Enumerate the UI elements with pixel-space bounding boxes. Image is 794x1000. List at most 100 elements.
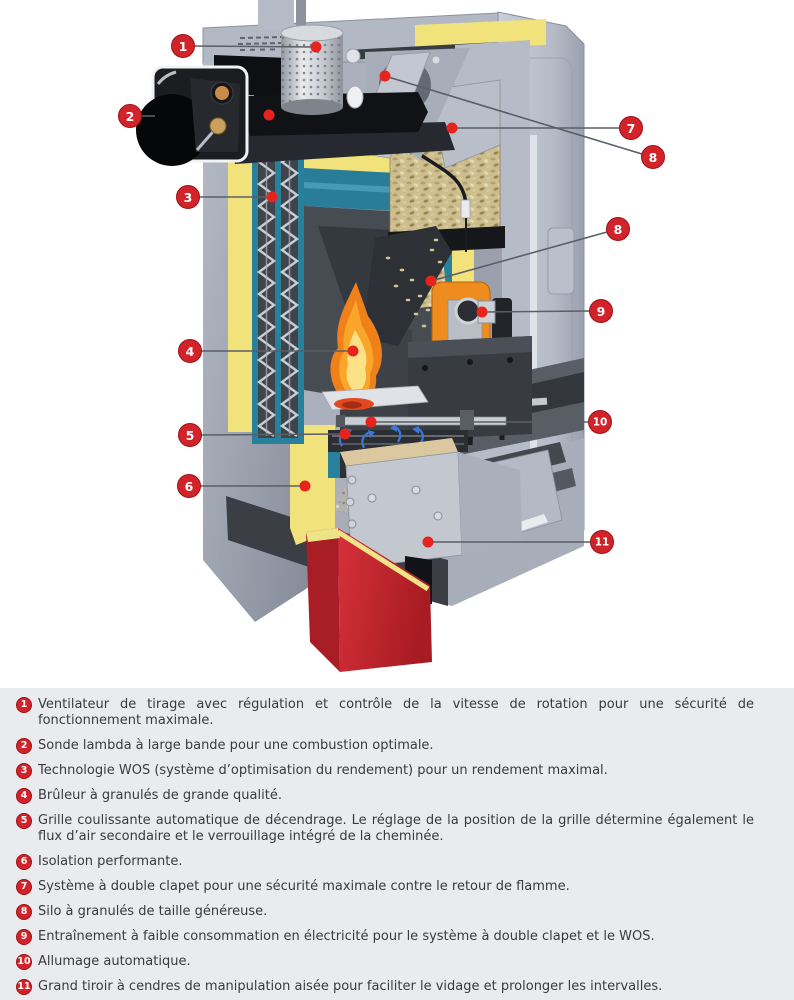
legend-item-badge: 10 <box>16 954 32 970</box>
ash-drawer-front-panel <box>306 528 432 672</box>
legend-item: 4 Brûleur à granulés de grande qualité. <box>16 788 754 804</box>
inset-highlight <box>156 70 177 85</box>
boiler-illustration <box>136 0 585 672</box>
legend-item-badge: 8 <box>16 904 32 920</box>
legend-item-badge: 3 <box>16 763 32 779</box>
callout-6-badge <box>177 474 201 498</box>
panel-left-face <box>306 528 340 672</box>
callout-2-badge <box>118 104 142 128</box>
panel-yellow-edge-left <box>306 528 340 542</box>
callout-8-leader-line <box>384 75 643 155</box>
callout-5-number: 5 <box>186 428 195 443</box>
callout-7-number: 7 <box>627 121 636 136</box>
callout-3-target-dot <box>266 191 278 203</box>
legend-item-badge: 7 <box>16 879 32 895</box>
ignition-rod <box>335 410 507 430</box>
legend-item-text: Isolation performante. <box>38 854 183 869</box>
callout-10-number: 10 <box>593 417 608 429</box>
legend-item: 7 Système à double clapet pour une sécur… <box>16 879 754 895</box>
legend-item-badge: 2 <box>16 738 32 754</box>
callout-8-leader-line <box>430 231 608 282</box>
legend-item: 1 Ventilateur de tirage avec régulation … <box>16 697 754 729</box>
callout-6-number: 6 <box>185 479 194 494</box>
legend-item-text: Grille coulissante automatique de décend… <box>38 813 754 844</box>
inset-duct <box>136 94 208 166</box>
legend-item: 8 Silo à granulés de taille généreuse. <box>16 904 754 920</box>
callout-11-target-dot <box>422 536 434 548</box>
legend-item: 5 Grille coulissante automatique de déce… <box>16 813 754 845</box>
burner-mechanism <box>408 336 532 440</box>
burner <box>321 226 532 452</box>
callout-10-target-dot <box>365 416 377 428</box>
callout-9-badge <box>589 299 613 323</box>
callout-10-badge <box>588 410 612 434</box>
callout-4-target-dot <box>347 345 359 357</box>
callout-1-badge <box>171 34 195 58</box>
callout-8-target-dot <box>425 275 437 287</box>
pellet-drop-chute <box>362 226 452 346</box>
fan-side-knob <box>346 85 364 109</box>
callout-8-badge <box>606 217 630 241</box>
callout-3-badge <box>176 185 200 209</box>
callout-7-target-dot <box>446 122 458 134</box>
callout-8-number: 8 <box>614 222 623 237</box>
callout-1-number: 1 <box>179 39 188 54</box>
callout-2-target-dot <box>263 109 275 121</box>
callout-6-target-dot <box>299 480 311 492</box>
beam-pivot <box>345 48 361 64</box>
flap-bolt <box>432 56 440 64</box>
legend-item-badge: 1 <box>16 697 32 713</box>
callout-4-number: 4 <box>186 344 195 359</box>
callout-5-badge <box>178 423 202 447</box>
legend-item-text: Ventilateur de tirage avec régulation et… <box>38 697 754 728</box>
legend-item-text: Technologie WOS (système d’optimisation … <box>38 763 608 778</box>
callout-9-leader-line <box>481 310 591 313</box>
legend-item: 2 Sonde lambda à large bande pour une co… <box>16 738 754 754</box>
callout-5-leader-line <box>200 433 346 436</box>
callout-1-leader-line <box>193 45 317 48</box>
callout-2-number: 2 <box>126 109 135 124</box>
fan-bottom <box>281 99 343 115</box>
callout-8-number: 8 <box>649 150 658 165</box>
burner-mechanism-top <box>408 336 532 358</box>
drawer-top-strip <box>340 438 458 466</box>
callout-4-badge <box>178 339 202 363</box>
legend-item-text: Silo à granulés de taille généreuse. <box>38 904 268 919</box>
legend-item-text: Entraînement à faible consommation en él… <box>38 929 655 944</box>
lambda-fitting-brass <box>215 86 229 100</box>
legend-item-text: Brûleur à granulés de grande qualité. <box>38 788 282 803</box>
ash-drawer <box>336 438 563 569</box>
legend-item-text: Allumage automatique. <box>38 954 191 969</box>
drawer-side <box>458 452 522 555</box>
embers-dark <box>342 401 362 409</box>
flue-stub-shadow <box>296 0 306 26</box>
insulation-bottom-left <box>290 425 335 545</box>
callout-3-number: 3 <box>184 190 193 205</box>
legend-item: 3 Technologie WOS (système d’optimisatio… <box>16 763 754 779</box>
legend-item-text: Grand tiroir à cendres de manipulation a… <box>38 979 663 994</box>
panel-front-face <box>338 528 432 672</box>
legend-item-badge: 11 <box>16 979 32 995</box>
legend-item-text: Sonde lambda à large bande pour une comb… <box>38 738 434 753</box>
fan-top-cap <box>280 24 344 42</box>
lambda-probe-base <box>209 117 227 135</box>
legend-item-badge: 6 <box>16 854 32 870</box>
panel-yellow-edge-front <box>336 529 430 592</box>
legend-item: 11 Grand tiroir à cendres de manipulatio… <box>16 979 754 995</box>
legend-item: 9 Entraînement à faible consommation en … <box>16 929 754 945</box>
callout-11-number: 11 <box>595 537 610 549</box>
legend: 1 Ventilateur de tirage avec régulation … <box>0 688 794 1000</box>
callout-5-target-dot <box>339 428 351 440</box>
legend-item-badge: 9 <box>16 929 32 945</box>
lambda-sensor-inset <box>136 65 249 166</box>
legend-item-badge: 4 <box>16 788 32 804</box>
callout-9-target-dot <box>476 306 488 318</box>
door-highlight-strip <box>528 135 537 485</box>
callout-8-target-dot <box>379 70 391 82</box>
legend-item-badge: 5 <box>16 813 32 829</box>
door-hinge-block <box>547 227 575 295</box>
callout-11-badge <box>590 530 614 554</box>
